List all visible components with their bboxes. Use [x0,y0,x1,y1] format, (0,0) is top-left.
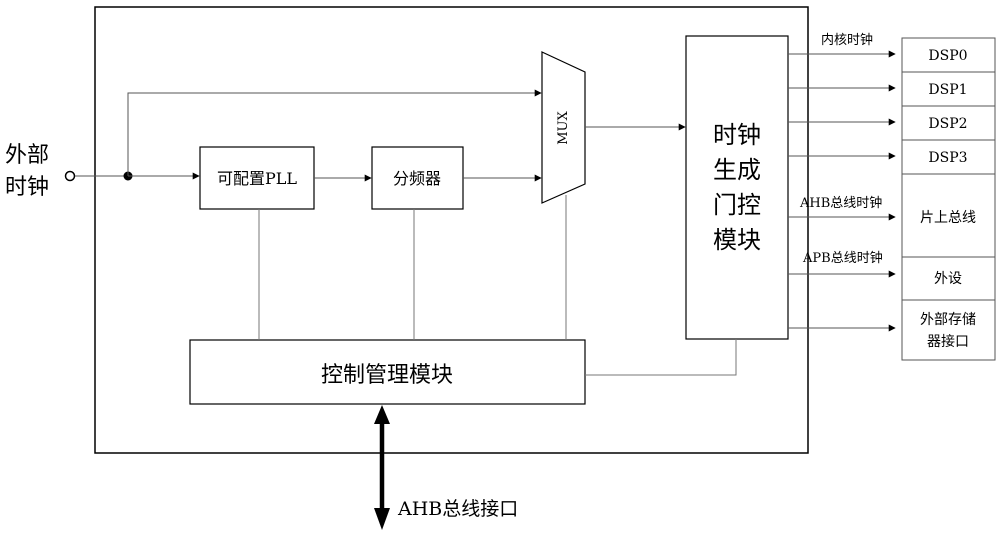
dsp2-box [901,105,996,141]
control-line-clockgen [585,339,737,376]
clock-gen-label-4: 模块 [713,226,761,254]
control-management-block [189,339,586,405]
onchip-bus-label: 片上总线 [920,210,976,226]
clock-gen-label-1: 时钟 [713,121,761,149]
ahb-bus-arrow-down [374,508,390,530]
ahb-bus-interface-label: AHB总线接口 [397,498,518,520]
dsp2-label: DSP2 [928,116,967,132]
clock-input-port [64,170,76,182]
peripheral-label: 外设 [934,271,962,287]
clock-gen-label-2: 生成 [713,156,761,184]
apb-clock-label: APB总线时钟 [802,250,883,266]
clock-gen-gating-block [685,35,789,340]
control-label: 控制管理模块 [321,363,453,388]
external-clock-label-line1: 外部 [5,143,49,168]
ahb-bus-arrow-up [374,405,390,424]
dsp1-label: DSP1 [928,82,967,98]
system-boundary [94,6,809,454]
dsp0-label: DSP0 [928,48,967,64]
divider-label: 分频器 [393,169,441,188]
pll-block [199,146,315,210]
onchip-bus-box [901,173,996,258]
dsp1-box [901,71,996,107]
dsp3-box [901,139,996,175]
wire-bypass-to-mux [127,89,542,176]
pll-label: 可配置PLL [217,169,297,188]
peripheral-box [901,256,996,301]
clock-gen-label-3: 门控 [713,191,761,219]
dsp3-label: DSP3 [928,150,967,166]
ext-memory-box [901,299,996,361]
ext-memory-label-line1: 外部存储 [920,312,976,328]
ahb-clock-label: AHB总线时钟 [799,195,882,211]
ext-memory-label-line2: 器接口 [927,333,969,350]
mux-block [541,51,586,204]
core-clock-label: 内核时钟 [821,32,873,48]
mux-label: MUX [556,110,571,144]
external-clock-label-line2: 时钟 [5,175,49,200]
